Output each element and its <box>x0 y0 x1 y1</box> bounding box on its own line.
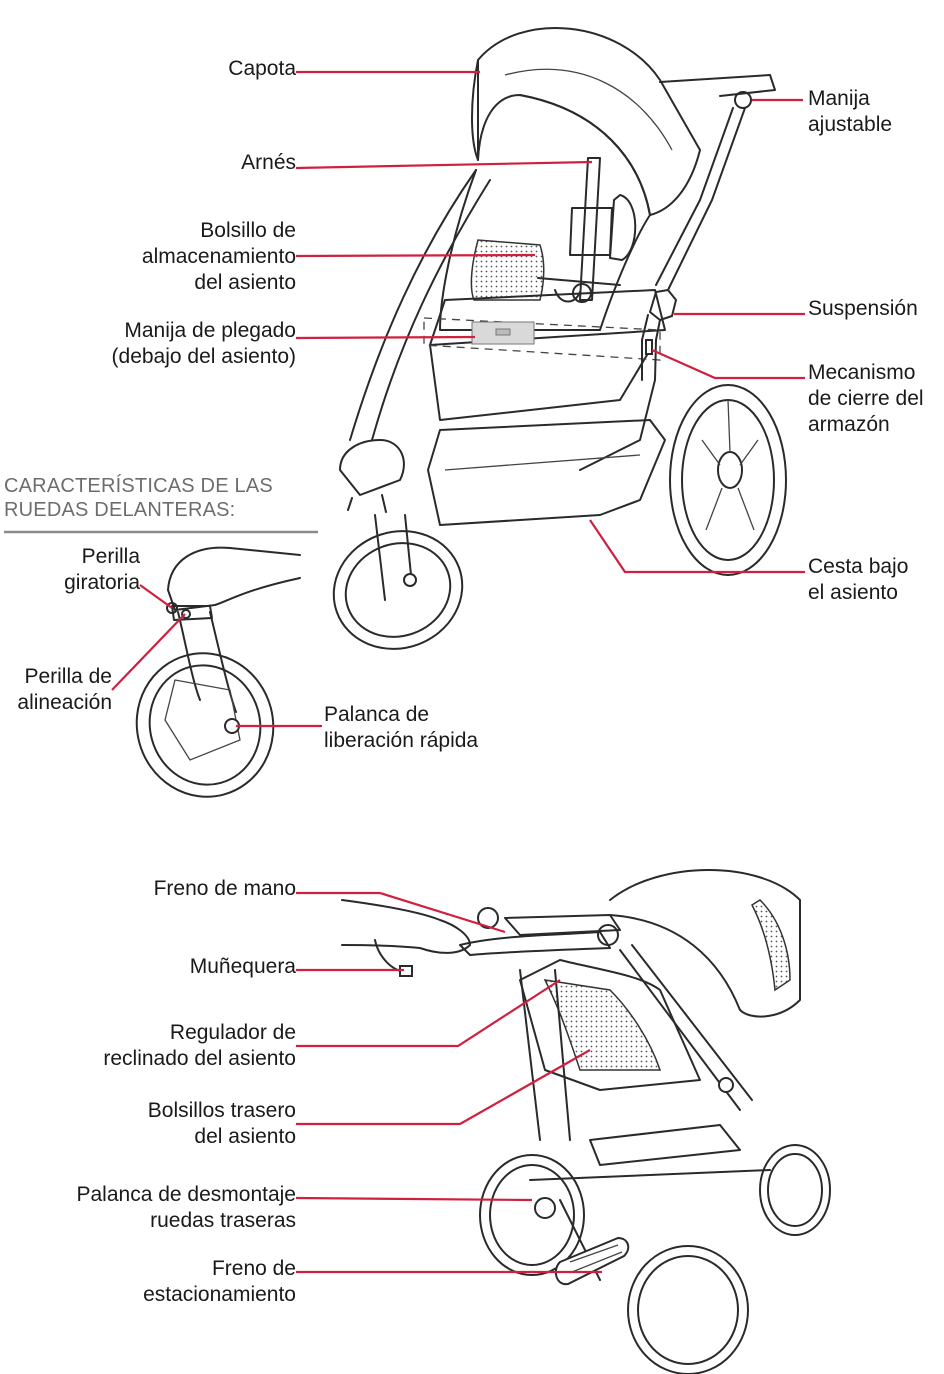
label-alignment-knob: Perilla de alineación <box>17 664 112 716</box>
label-canopy: Capota <box>228 56 296 82</box>
leader-harness <box>296 162 592 168</box>
label-rear-pockets: Bolsillos trasero del asiento <box>148 1098 296 1150</box>
leader-fold-handle <box>296 337 475 338</box>
label-quick-release: Palanca de liberación rápida <box>324 702 478 754</box>
leader-rear-pockets <box>296 1050 590 1124</box>
leader-seat-pocket <box>296 255 535 256</box>
label-swivel-knob: Perilla giratoria <box>64 544 140 596</box>
leader-frame-lock <box>652 350 805 378</box>
front-wheel-detail-illustration <box>121 548 300 813</box>
label-adjustable-handle: Manija ajustable <box>808 86 892 138</box>
label-harness: Arnés <box>241 150 296 176</box>
label-hand-brake: Freno de mano <box>154 876 296 902</box>
label-wrist-strap: Muñequera <box>190 954 296 980</box>
label-basket: Cesta bajo el asiento <box>808 554 908 606</box>
label-parking-brake: Freno de estacionamiento <box>143 1256 296 1308</box>
leader-hand-brake <box>296 893 505 932</box>
label-suspension: Suspensión <box>808 296 918 322</box>
leader-rear-wheel-release <box>296 1198 532 1200</box>
label-seat-pocket: Bolsillo de almacenamiento del asiento <box>142 218 296 296</box>
leader-basket <box>590 520 805 572</box>
leader-alignment-knob <box>112 614 185 690</box>
leader-recline-adjuster <box>296 980 560 1046</box>
label-recline-adjuster: Regulador de reclinado del asiento <box>103 1020 296 1072</box>
front-wheel-features-heading: CARACTERÍSTICAS DE LAS RUEDAS DELANTERAS… <box>4 474 273 522</box>
label-rear-wheel-release: Palanca de desmontaje ruedas traseras <box>77 1182 297 1234</box>
stroller-rear-view-illustration <box>342 870 830 1374</box>
label-fold-handle: Manija de plegado (debajo del asiento) <box>112 318 296 370</box>
label-frame-lock: Mecanismo de cierre del armazón <box>808 360 924 438</box>
